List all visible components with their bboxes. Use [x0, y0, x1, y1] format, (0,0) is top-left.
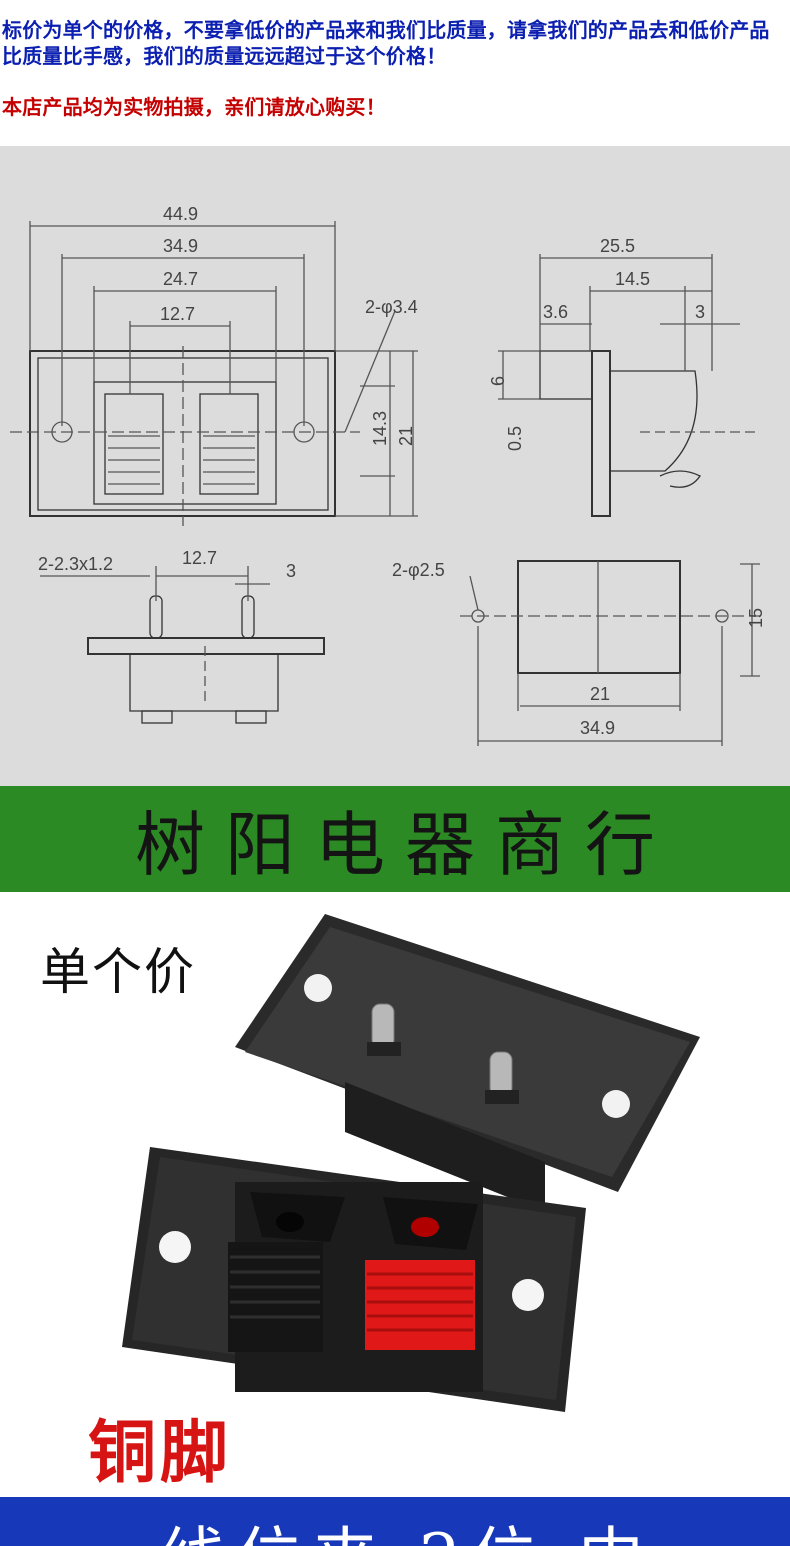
store-name: 树阳电器商行 [135, 803, 675, 886]
dim-24-7: 24.7 [163, 269, 198, 289]
copper-pin-label: 铜脚 [88, 1415, 233, 1491]
dim-3: 3 [695, 302, 705, 322]
dim-21: 21 [396, 426, 416, 446]
bottom-hole-label: 2-φ2.5 [392, 560, 445, 580]
product-photo: 单个价 铜脚 [0, 892, 790, 1497]
dim-bottom-21: 21 [590, 684, 610, 704]
dim-bottom-34-9: 34.9 [580, 718, 615, 738]
dim-44-9: 44.9 [163, 204, 198, 224]
dim-pin-12-7: 12.7 [182, 548, 217, 568]
dim-34-9: 34.9 [163, 236, 198, 256]
front-view [10, 221, 418, 526]
hole-label: 2-φ3.4 [365, 297, 418, 317]
bottom-view [460, 560, 760, 746]
pin-view [40, 566, 325, 724]
dim-15: 15 [746, 608, 766, 628]
dim-14-5: 14.5 [615, 269, 650, 289]
pin-size-label: 2-2.3x1.2 [38, 554, 113, 574]
dim-25-5: 25.5 [600, 236, 635, 256]
product-title-bar: 线位夹 2位 中 [0, 1497, 790, 1546]
price-label: 单个价 [40, 943, 196, 1001]
store-banner: 树阳电器商行 [0, 786, 790, 892]
terminal-front [122, 1147, 586, 1412]
notice-photo-text: 本店产品均为实物拍摄，亲们请放心购买！ [2, 95, 386, 119]
dim-pin-3: 3 [286, 561, 296, 581]
dim-12-7: 12.7 [160, 304, 195, 324]
dim-14-3: 14.3 [370, 411, 390, 446]
dim-0-5: 0.5 [505, 426, 525, 451]
technical-drawing: 44.9 34.9 24.7 12.7 2-φ3.4 14.3 21 25.5 … [0, 146, 790, 786]
dim-3-6: 3.6 [543, 302, 568, 322]
dim-6: 6 [488, 376, 508, 386]
product-title: 线位夹 2位 中 [160, 1505, 654, 1546]
notice-price-text: 标价为单个的价格，不要拿低价的产品来和我们比质量，请拿我们的产品去和低价产品比质… [2, 18, 770, 68]
side-view [498, 254, 760, 517]
terminal-back [235, 914, 700, 1212]
